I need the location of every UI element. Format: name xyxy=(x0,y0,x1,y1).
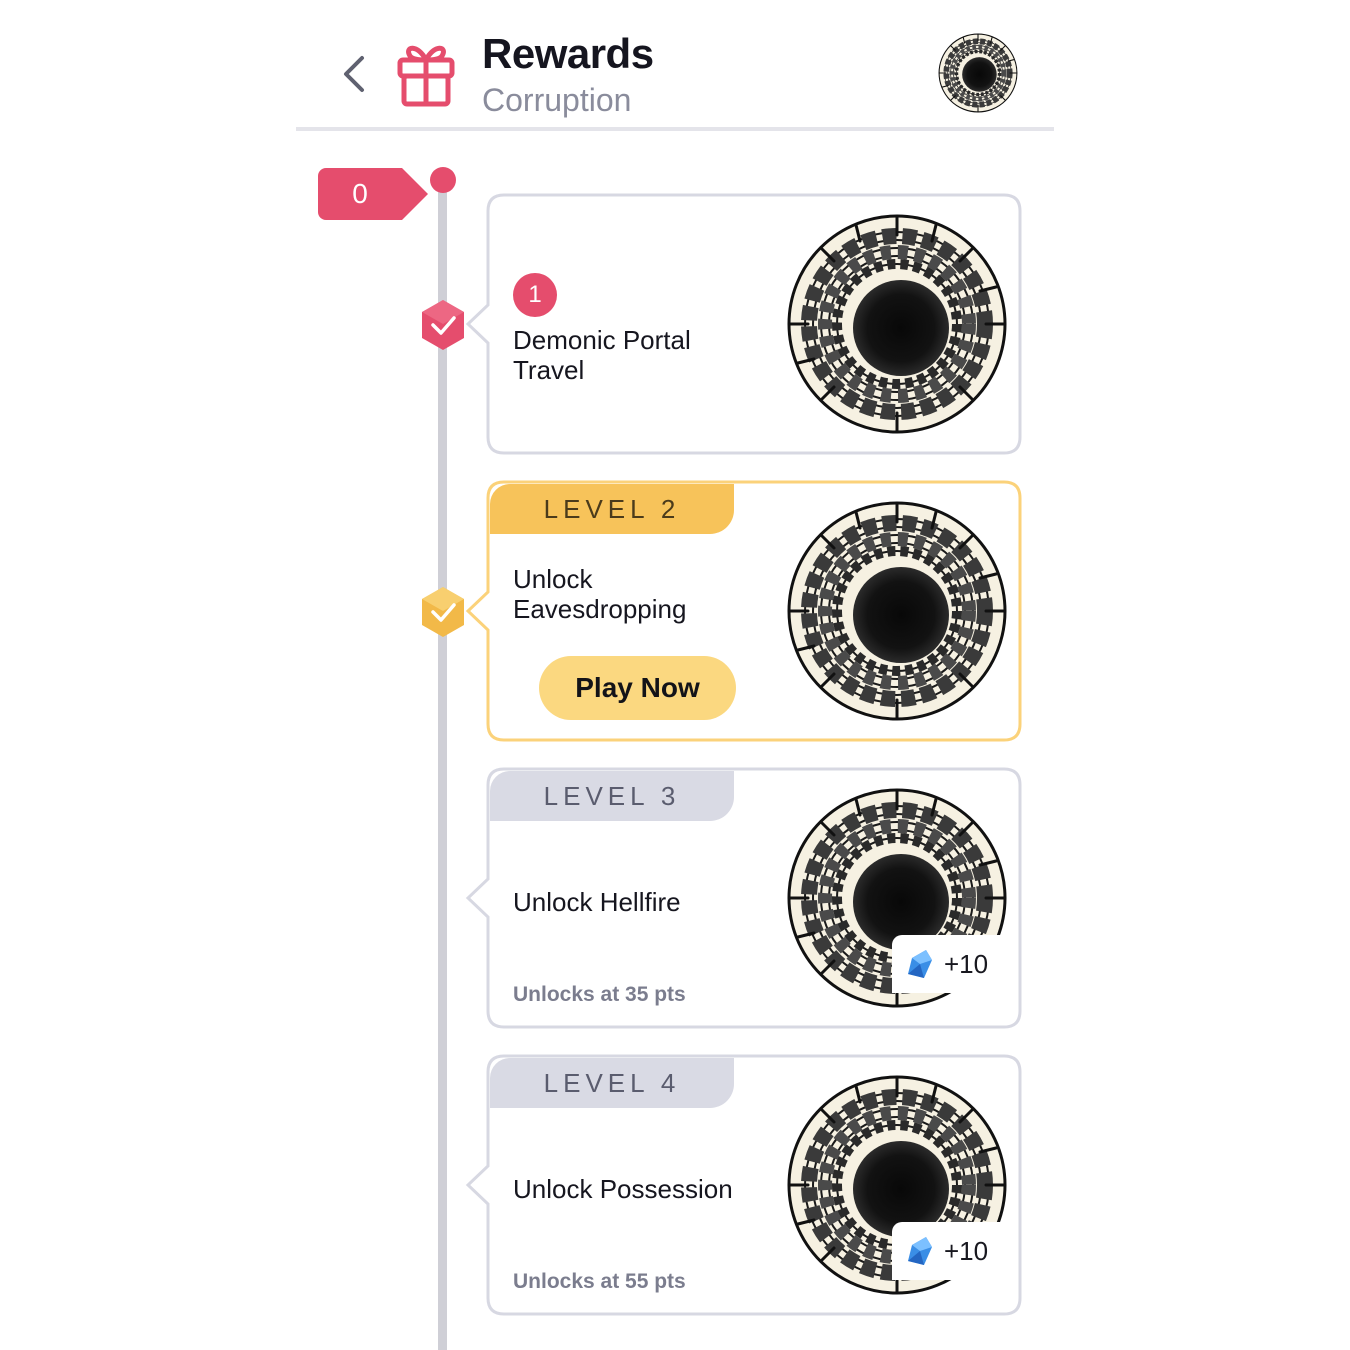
level-tab: LEVEL 4 xyxy=(490,1058,734,1108)
gem-bonus-value: +10 xyxy=(944,1235,989,1266)
reward-title: Demonic Portal Travel xyxy=(513,325,691,385)
gem-bonus: +10 xyxy=(892,1222,1008,1280)
reward-title-line: Travel xyxy=(513,355,585,385)
reward-card-level-2[interactable]: LEVEL 2 Unlock Eavesdropping Play Now xyxy=(464,480,1024,742)
progress-start-dot xyxy=(430,167,456,193)
thorn-portal-icon xyxy=(786,500,1008,722)
level-tab: LEVEL 2 xyxy=(490,484,734,534)
reward-title: Unlock Eavesdropping xyxy=(513,564,686,624)
check-icon xyxy=(431,603,456,622)
back-button[interactable] xyxy=(334,50,374,98)
level-tab: LEVEL 3 xyxy=(490,771,734,821)
gem-bonus: +10 xyxy=(892,935,1008,993)
thorn-portal-icon xyxy=(938,33,1018,113)
page-subtitle: Corruption xyxy=(482,82,632,118)
unlock-requirement: Unlocks at 55 pts xyxy=(513,1270,686,1293)
level-number-badge: 1 xyxy=(513,273,557,317)
gift-icon xyxy=(397,45,455,107)
avatar[interactable] xyxy=(938,33,1018,113)
play-now-button[interactable]: Play Now xyxy=(539,656,736,720)
blue-gem-icon xyxy=(908,1237,932,1265)
page-title: Rewards xyxy=(482,30,654,77)
check-icon xyxy=(431,316,456,335)
progress-track xyxy=(438,180,447,1350)
header-divider xyxy=(296,127,1054,131)
reward-title-line: Eavesdropping xyxy=(513,594,687,624)
reward-card-level-1[interactable]: 1 Demonic Portal Travel xyxy=(464,193,1024,455)
level-1-node xyxy=(422,300,464,350)
score-value: 0 xyxy=(352,178,368,209)
blue-gem-icon xyxy=(908,950,932,978)
thorn-portal-icon xyxy=(786,213,1008,435)
gem-bonus-value: +10 xyxy=(944,948,989,979)
reward-title: Unlock Hellfire xyxy=(513,887,681,917)
reward-title-line: Demonic Portal xyxy=(513,325,691,355)
reward-card-level-4[interactable]: LEVEL 4 Unlock Possession Unlocks at 55 … xyxy=(464,1054,1024,1316)
reward-title: Unlock Possession xyxy=(513,1174,733,1204)
unlock-requirement: Unlocks at 35 pts xyxy=(513,983,686,1006)
chevron-left-icon xyxy=(344,56,364,92)
level-2-node xyxy=(422,587,464,637)
reward-card-level-3[interactable]: LEVEL 3 Unlock Hellfire Unlocks at 35 pt… xyxy=(464,767,1024,1029)
score-flag xyxy=(318,168,428,220)
reward-title-line: Unlock xyxy=(513,564,593,594)
